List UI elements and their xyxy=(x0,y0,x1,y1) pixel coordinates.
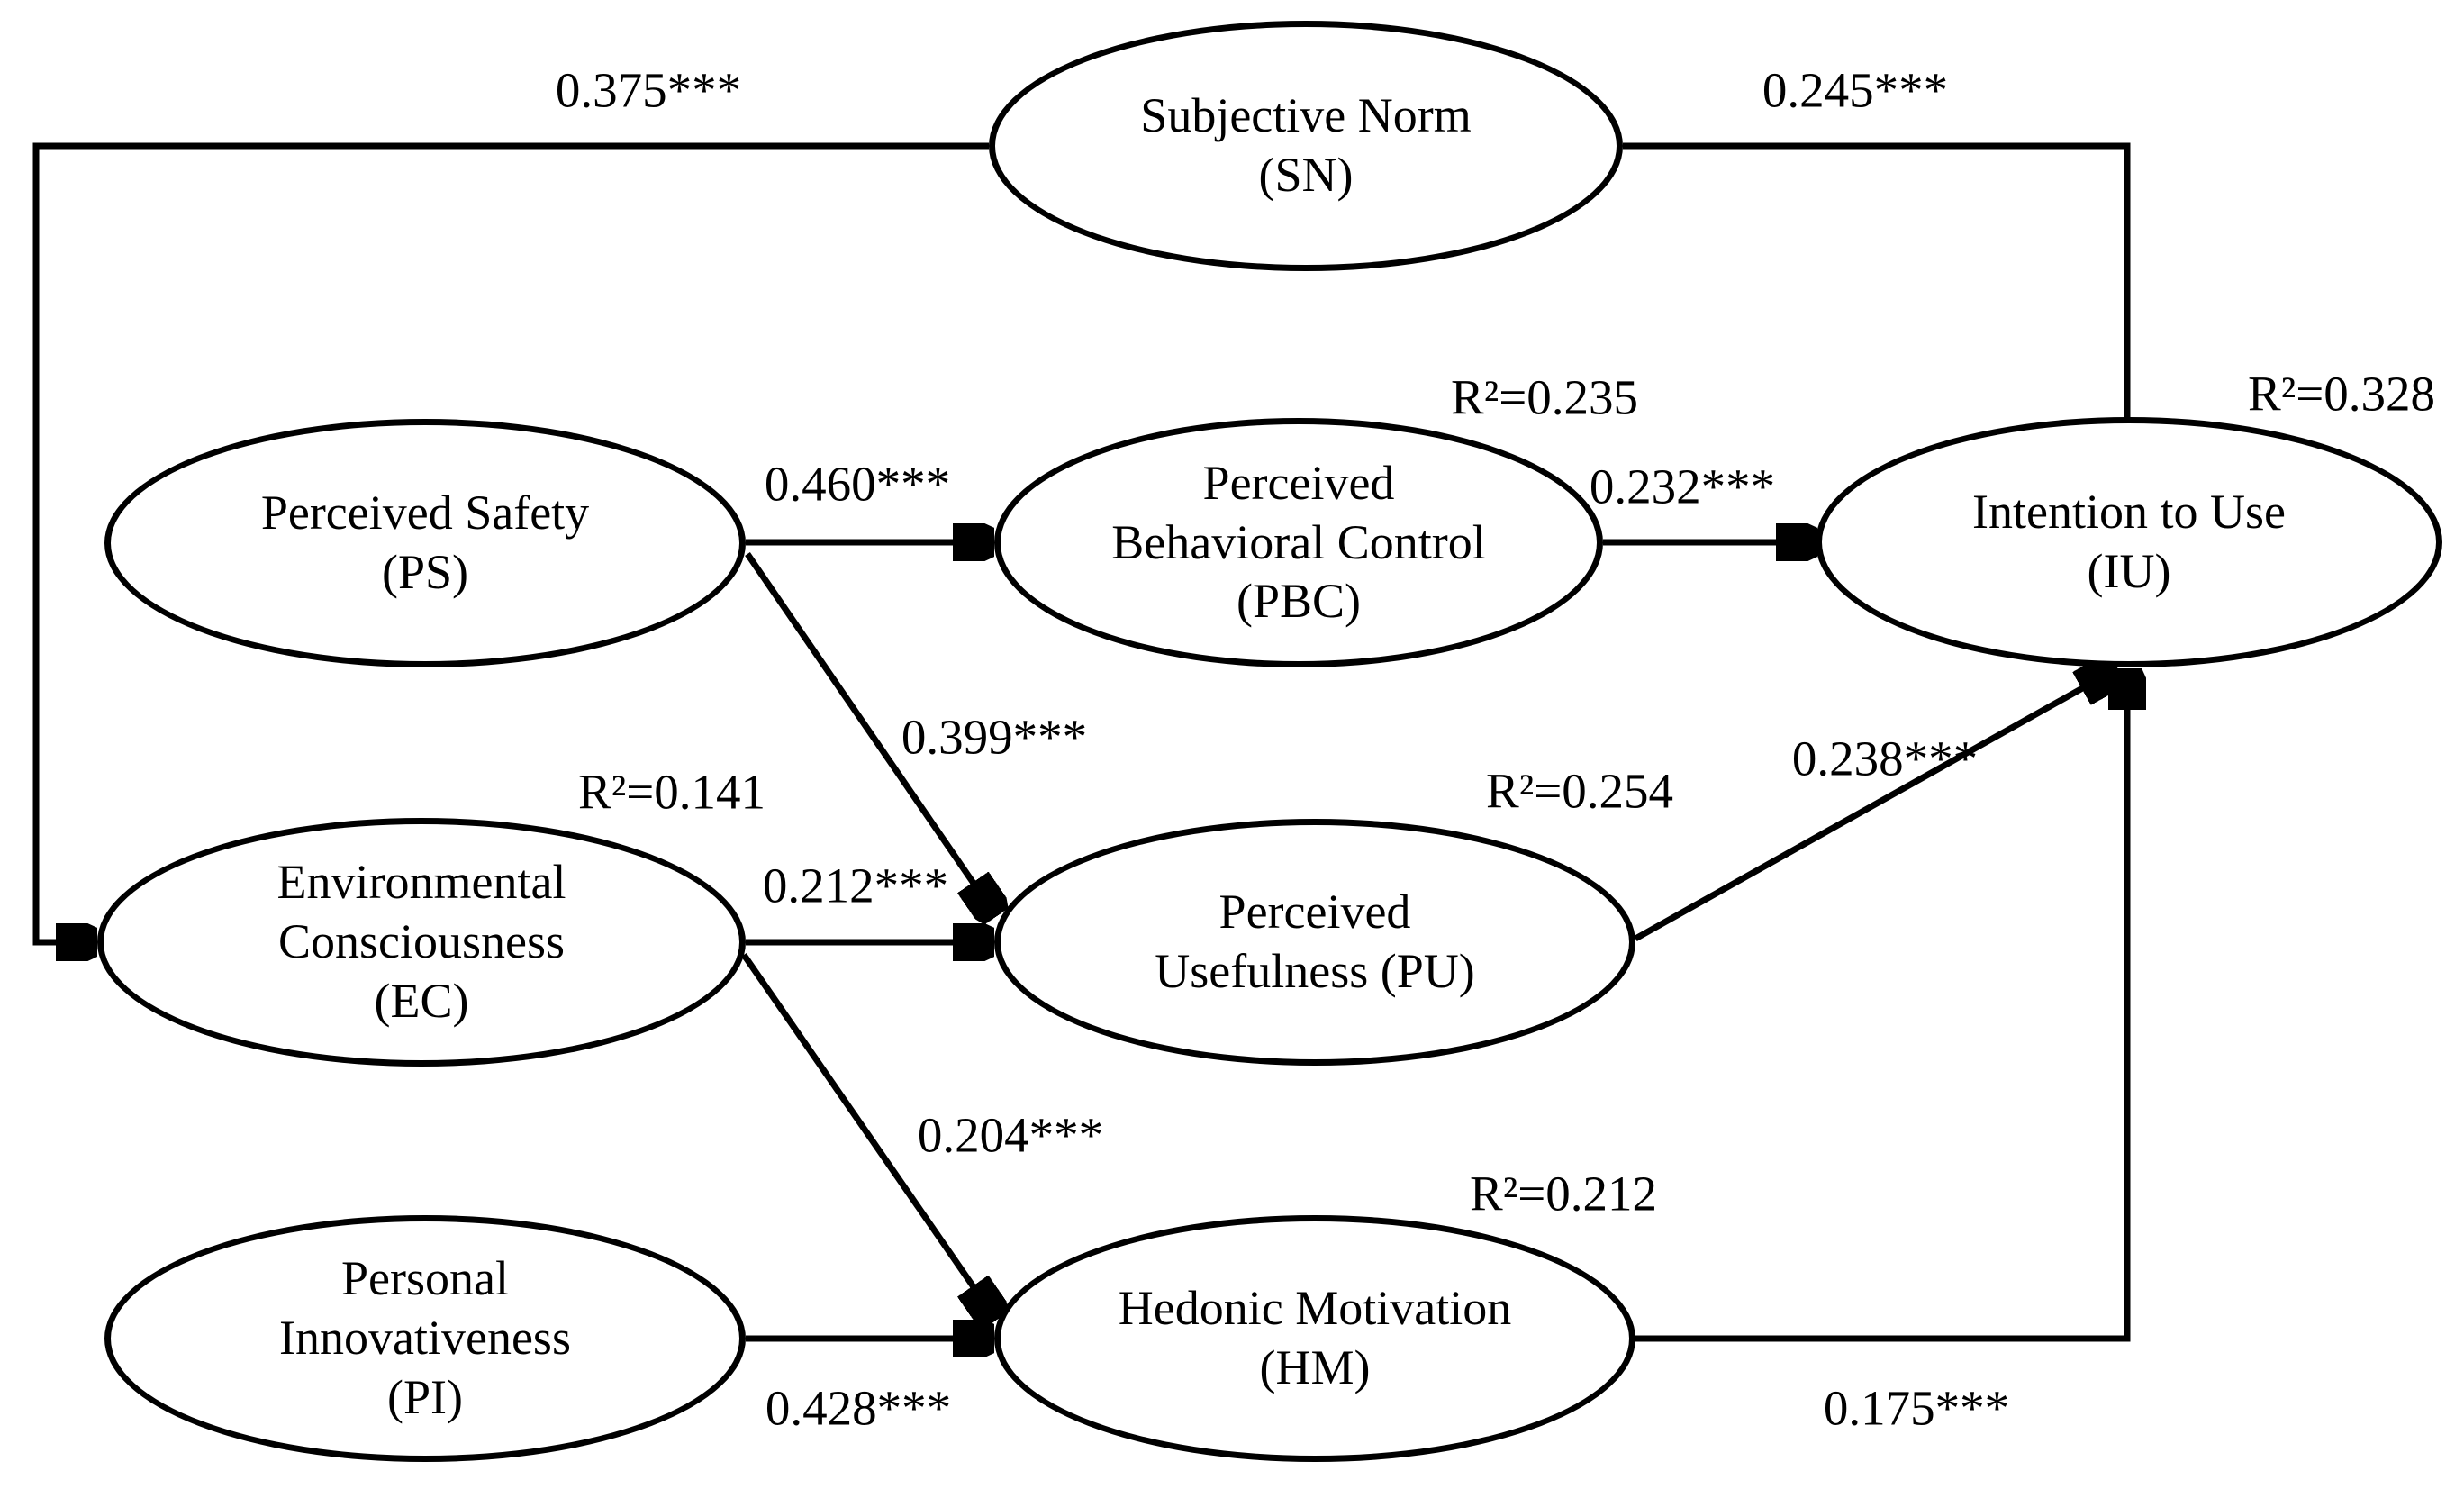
r2-label-pbc: R²=0.235 xyxy=(1451,369,1638,425)
node-label-line: (IU) xyxy=(2087,544,2171,598)
r2-label-iu: R²=0.328 xyxy=(2248,366,2435,422)
node-label-line: Hedonic Motivation xyxy=(1118,1281,1512,1336)
node-environmental-consciousness: Environmental Consciousness (EC) xyxy=(97,818,746,1067)
r2-label-pu: R²=0.254 xyxy=(1486,763,1673,819)
node-hedonic-motivation: Hedonic Motivation (HM) xyxy=(994,1215,1635,1462)
node-perceived-behavioral-control: Perceived Behavioral Control (PBC) xyxy=(994,418,1603,667)
edge-ec-hm xyxy=(741,953,994,1317)
node-label-line: Perceived xyxy=(1202,455,1395,510)
node-label-line: Environmental xyxy=(276,855,566,910)
node-label-line: Perceived Safety xyxy=(260,486,590,540)
node-label-line: Intention to Use xyxy=(1972,485,2286,540)
coefficient-sn-ec: 0.375*** xyxy=(555,62,742,118)
node-label-line: Perceived xyxy=(1218,885,1411,940)
node-label-line: (HM) xyxy=(1259,1340,1371,1394)
node-label-line: (PI) xyxy=(387,1369,463,1424)
node-label-line: (PS) xyxy=(381,545,469,599)
node-label-line: (EC) xyxy=(374,973,469,1028)
node-personal-innovativeness: Personal Innovativeness (PI) xyxy=(104,1215,746,1462)
node-label-line: (PBC) xyxy=(1236,574,1362,629)
node-label-line: Subjective Norm xyxy=(1140,88,1472,143)
coefficient-pi-hm: 0.428*** xyxy=(765,1380,952,1436)
r2-label-hm: R²=0.212 xyxy=(1470,1166,1657,1221)
coefficient-pu-iu: 0.238*** xyxy=(1791,731,1979,786)
coefficient-ec-pu: 0.212*** xyxy=(762,858,949,913)
node-label-line: Innovativeness xyxy=(279,1311,571,1366)
edge-sn-iu xyxy=(1623,142,2131,420)
coefficient-ec-hm: 0.204*** xyxy=(917,1107,1104,1163)
node-label-line: Consciousness xyxy=(277,914,565,969)
edge-ps-pu xyxy=(745,552,994,913)
edge-sn-ec xyxy=(32,142,989,942)
node-label-line: Personal xyxy=(341,1251,509,1306)
node-perceived-safety: Perceived Safety (PS) xyxy=(104,419,746,667)
coefficient-pbc-iu: 0.232*** xyxy=(1589,459,1776,514)
coefficient-sn-iu: 0.245*** xyxy=(1762,62,1949,118)
edge-hm-iu xyxy=(1635,672,2127,1342)
node-intention-to-use: Intention to Use (IU) xyxy=(1816,417,2442,667)
coefficient-hm-iu: 0.175*** xyxy=(1823,1380,2010,1436)
node-label-line: Behavioral Control xyxy=(1111,514,1486,569)
coefficient-ps-pbc: 0.460*** xyxy=(764,456,951,512)
node-label-line: Usefulness (PU) xyxy=(1155,944,1475,998)
r2-label-ec: R²=0.141 xyxy=(578,764,765,820)
node-label-line: (SN) xyxy=(1258,148,1354,202)
edge-pu-iu xyxy=(1634,670,2115,942)
coefficient-ps-pu: 0.399*** xyxy=(901,709,1088,765)
node-subjective-norm: Subjective Norm (SN) xyxy=(989,21,1623,271)
node-perceived-usefulness: Perceived Usefulness (PU) xyxy=(994,819,1635,1066)
